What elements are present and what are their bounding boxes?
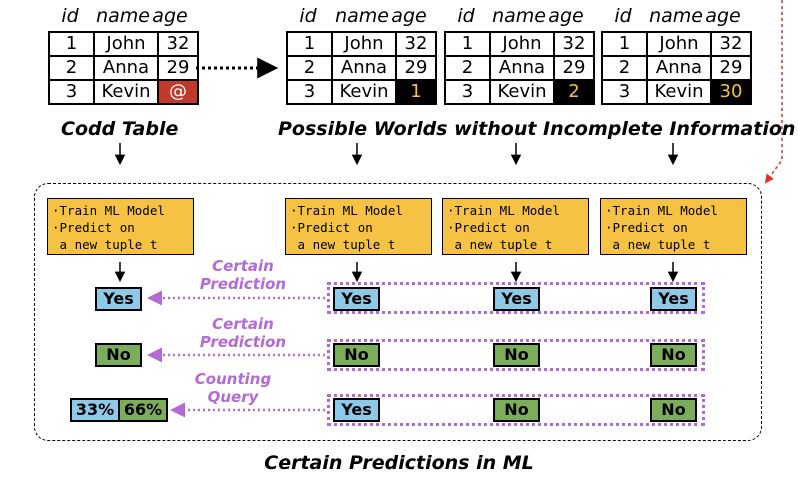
count-no-percent: 66% <box>118 398 168 422</box>
train-line: ·Train ML Model <box>447 203 560 218</box>
certain-prediction-label-1: Certain Prediction <box>183 257 303 293</box>
table-row: 3 Kevin 1 <box>286 79 437 105</box>
prediction-row-1 <box>327 282 705 314</box>
label-line: Query <box>207 388 259 406</box>
table-cell: 1 <box>601 31 648 57</box>
codd-table-caption: Codd Table <box>61 118 179 140</box>
prediction-row-3 <box>327 394 705 426</box>
table-row: 3 Kevin 30 <box>601 79 752 105</box>
table-row: 1 John 32 <box>286 31 437 57</box>
table-row: 1 John 32 <box>601 31 752 57</box>
train-line: ·Train ML Model <box>605 203 718 218</box>
table-cell: John <box>489 31 555 57</box>
codd-table: 1 John 32 2 Anna 29 3 Kevin @ <box>48 31 199 105</box>
table-row: 2 Anna 29 <box>286 55 437 81</box>
world3-yes: Yes <box>650 287 697 311</box>
table-cell: Anna <box>93 55 159 81</box>
train-box-world2: ·Train ML Model ·Predict on a new tuple t <box>442 198 589 255</box>
table-row: 3 Kevin @ <box>48 79 199 105</box>
certain-no-result: No <box>95 343 142 367</box>
table-row: 2 Anna 29 <box>48 55 199 81</box>
label-line: Prediction <box>199 333 287 351</box>
world1-table: 1 John 32 2 Anna 29 3 Kevin 1 <box>286 31 437 105</box>
world2-no: No <box>493 343 540 367</box>
table-cell: 2 <box>601 55 648 81</box>
train-line: a new tuple t <box>605 237 711 252</box>
certain-prediction-label-2: Certain Prediction <box>183 315 303 351</box>
world3-no: No <box>650 398 697 422</box>
counting-query-label: Counting Query <box>173 370 293 406</box>
label-line: Counting <box>194 370 272 388</box>
label-line: Certain <box>212 257 274 275</box>
filled-cell: 2 <box>553 79 595 105</box>
table-cell: Kevin <box>489 79 555 105</box>
world1-yes: Yes <box>333 398 380 422</box>
train-line: ·Predict on <box>52 220 135 235</box>
table-cell: John <box>93 31 159 57</box>
label-line: Certain <box>212 315 274 333</box>
world3-no: No <box>650 343 697 367</box>
train-box-world3: ·Train ML Model ·Predict on a new tuple t <box>600 198 747 255</box>
table-cell: 2 <box>444 55 491 81</box>
train-line: a new tuple t <box>290 237 396 252</box>
certain-yes-result: Yes <box>95 287 142 311</box>
train-line: ·Train ML Model <box>290 203 403 218</box>
table-cell: 2 <box>286 55 333 81</box>
table-cell: 32 <box>710 31 752 57</box>
world2-no: No <box>493 398 540 422</box>
table-cell: Kevin <box>646 79 712 105</box>
table-cell: 29 <box>710 55 752 81</box>
table-cell: Anna <box>489 55 555 81</box>
table-cell: 32 <box>157 31 199 57</box>
train-line: ·Train ML Model <box>52 203 165 218</box>
table-cell: John <box>646 31 712 57</box>
world1-yes: Yes <box>333 287 380 311</box>
train-line: a new tuple t <box>52 237 158 252</box>
table-cell: Kevin <box>331 79 397 105</box>
world2-table: 1 John 32 2 Anna 29 3 Kevin 2 <box>444 31 595 105</box>
table-row: 2 Anna 29 <box>444 55 595 81</box>
train-line: ·Predict on <box>605 220 688 235</box>
table-cell: 3 <box>444 79 491 105</box>
table-cell: 32 <box>553 31 595 57</box>
table-row: 2 Anna 29 <box>601 55 752 81</box>
train-box-world1: ·Train ML Model ·Predict on a new tuple t <box>285 198 432 255</box>
filled-cell: 30 <box>710 79 752 105</box>
table-cell: 32 <box>395 31 437 57</box>
label-line: Prediction <box>199 275 287 293</box>
figure-caption: Certain Predictions in ML <box>264 452 534 474</box>
table-cell: 1 <box>286 31 333 57</box>
table-cell: 29 <box>157 55 199 81</box>
prediction-row-2 <box>327 339 705 371</box>
table-cell: 1 <box>444 31 491 57</box>
train-line: a new tuple t <box>447 237 553 252</box>
table-cell: 29 <box>395 55 437 81</box>
table-cell: 1 <box>48 31 95 57</box>
table-row: 3 Kevin 2 <box>444 79 595 105</box>
filled-cell: 1 <box>395 79 437 105</box>
world3-table: 1 John 32 2 Anna 29 3 Kevin 30 <box>601 31 752 105</box>
table-cell: 2 <box>48 55 95 81</box>
table-cell: Anna <box>646 55 712 81</box>
world1-no: No <box>333 343 380 367</box>
incomplete-cell: @ <box>157 79 199 105</box>
train-line: ·Predict on <box>447 220 530 235</box>
table-cell: 3 <box>48 79 95 105</box>
table-row: 1 John 32 <box>48 31 199 57</box>
table-cell: Anna <box>331 55 397 81</box>
train-line: ·Predict on <box>290 220 373 235</box>
world2-yes: Yes <box>493 287 540 311</box>
worlds-caption: Possible Worlds without Incomplete Infor… <box>278 118 796 140</box>
table-cell: 3 <box>286 79 333 105</box>
red-dashed-arrow <box>764 0 783 184</box>
table-cell: 29 <box>553 55 595 81</box>
train-box-codd: ·Train ML Model ·Predict on a new tuple t <box>47 198 194 255</box>
ml-region <box>34 183 762 441</box>
table-cell: John <box>331 31 397 57</box>
table-cell: 3 <box>601 79 648 105</box>
table-cell: Kevin <box>93 79 159 105</box>
table-row: 1 John 32 <box>444 31 595 57</box>
